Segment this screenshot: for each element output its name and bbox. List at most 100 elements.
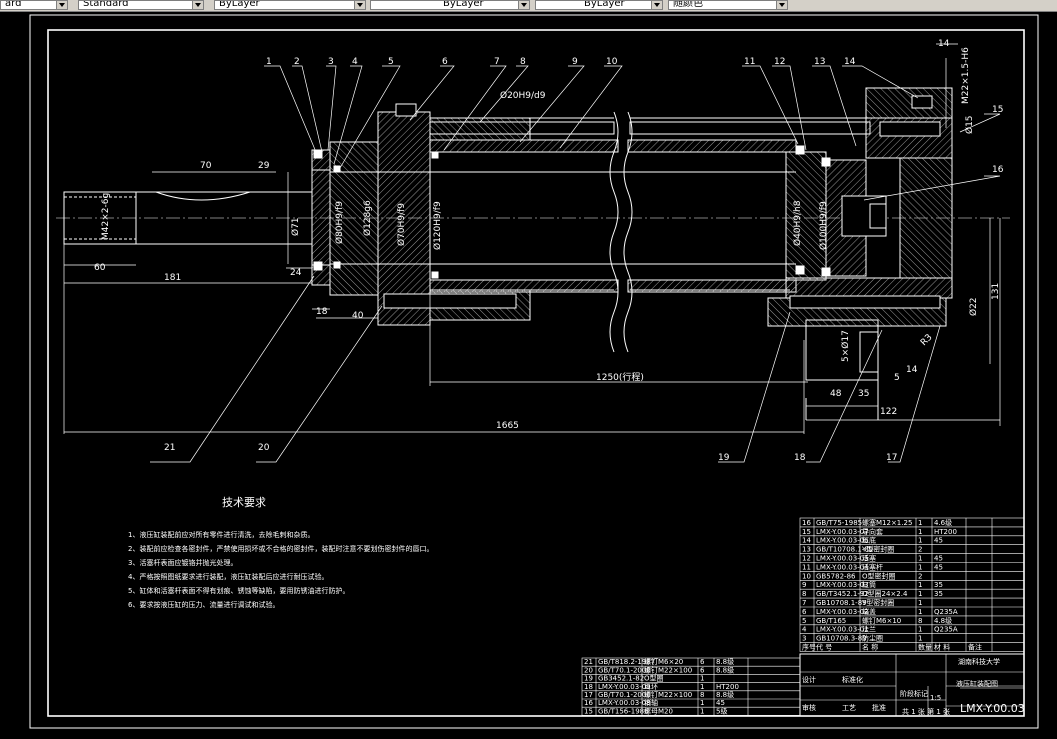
dim-131: 131 bbox=[991, 283, 1001, 300]
bom-cell: 16 bbox=[802, 519, 811, 527]
bom-cell: 11 bbox=[802, 563, 811, 571]
bom-header-cell: 备注 bbox=[968, 643, 982, 652]
note-item-5: 5、缸体和活塞杆表面不得有划痕、锈蚀等缺陷，要用防锈油进行防护。 bbox=[128, 586, 349, 595]
balloon-1: 1 bbox=[266, 57, 272, 67]
title-block-text: 湖南科技大学 液压缸装配图 LMX-Y.00.03 1:5 共 1 张 第 1 … bbox=[802, 657, 1025, 716]
bom-cell: 耳环 bbox=[644, 683, 658, 691]
bom-cell: 8 bbox=[918, 617, 922, 625]
linetype-combo[interactable]: ByLayer bbox=[370, 0, 530, 10]
lineweight-value: ByLayer bbox=[584, 0, 625, 9]
notes-title: 技术要求 bbox=[222, 496, 266, 509]
dim-r3: R3 bbox=[919, 333, 935, 349]
bom-cell: LMX-Y.00.03-05 bbox=[816, 555, 869, 563]
bom-cell: LMX-Y.00.03-04 bbox=[816, 563, 869, 571]
bom-cell: 9 bbox=[802, 581, 806, 589]
tb-label-review: 审核 bbox=[802, 703, 816, 712]
dim-style-value: Standard bbox=[83, 0, 129, 9]
bom-cell: 20 bbox=[584, 666, 593, 674]
leader-lines bbox=[150, 65, 1001, 463]
chevron-down-icon[interactable] bbox=[651, 1, 662, 9]
school-name: 湖南科技大学 bbox=[958, 657, 1000, 666]
bom-cell: 4 bbox=[802, 626, 807, 634]
dim-dia80: Ø80H9/f9 bbox=[334, 201, 345, 244]
bom-cell: 防尘圈 bbox=[862, 634, 883, 643]
bom-cell: GB/T70.1-2000 bbox=[598, 691, 651, 699]
balloon-12: 12 bbox=[774, 57, 785, 67]
balloon-7: 7 bbox=[494, 57, 500, 67]
plotstyle-combo[interactable]: 随颜色 bbox=[668, 0, 788, 10]
bom-cell: GB10708.1-89 bbox=[816, 599, 867, 607]
dim-14b: 14 bbox=[906, 365, 918, 375]
sheet-info: 共 1 张 第 1 张 bbox=[902, 707, 950, 716]
plotstyle-value: 随颜色 bbox=[673, 0, 703, 9]
bom-cell: 1 bbox=[918, 581, 922, 589]
dim-dia70: Ø70H9/f9 bbox=[396, 203, 407, 246]
text-style-combo[interactable]: ard bbox=[0, 0, 68, 10]
bom-cell: 缸筒 bbox=[862, 580, 876, 589]
bom-cell: 1 bbox=[700, 683, 704, 691]
chevron-down-icon[interactable] bbox=[354, 1, 365, 9]
bom-cell: 销轴 bbox=[644, 698, 658, 707]
dim-style-combo[interactable]: Standard bbox=[78, 0, 204, 10]
balloon-8: 8 bbox=[520, 57, 526, 67]
tb-label-process: 工艺 bbox=[842, 704, 856, 712]
bom-cell: 45 bbox=[934, 555, 943, 563]
note-item-6: 6、要求按液压缸的压力、流量进行调试和试验。 bbox=[128, 600, 279, 609]
chevron-down-icon[interactable] bbox=[56, 1, 67, 9]
bom-cell: 8.8级 bbox=[716, 665, 734, 674]
bom-cell: GB10708.3-89 bbox=[816, 635, 867, 643]
bom-cell: GB/T3452.1-92 bbox=[816, 590, 869, 598]
drawing-number: LMX-Y.00.03 bbox=[960, 702, 1025, 715]
balloon-17: 17 bbox=[886, 453, 897, 463]
bom-cell: 19 bbox=[584, 675, 593, 683]
bom-cell: 螺钉M22×100 bbox=[644, 665, 692, 674]
dim-60: 60 bbox=[94, 263, 106, 273]
bom-cell: 1 bbox=[918, 608, 922, 616]
bom-cell: LMX-Y.00.03-07 bbox=[816, 528, 869, 536]
bom-header-cell: 序号 bbox=[802, 643, 816, 652]
bom-cell: 6 bbox=[802, 608, 807, 616]
balloon-2: 2 bbox=[294, 57, 300, 67]
dim-18: 18 bbox=[316, 307, 328, 317]
dim-29: 29 bbox=[258, 161, 270, 171]
color-combo[interactable]: ByLayer bbox=[214, 0, 366, 10]
lineweight-combo[interactable]: ByLayer bbox=[535, 0, 663, 10]
tb-label-design: 设计 bbox=[802, 675, 816, 684]
cad-drawing-canvas[interactable]: 1 2 3 4 5 6 7 8 9 10 11 12 13 14 15 16 1… bbox=[0, 12, 1057, 739]
cylinder-assembly-section bbox=[56, 87, 1010, 420]
bom-table-border bbox=[799, 517, 1025, 652]
chevron-down-icon[interactable] bbox=[192, 1, 203, 9]
dim-181: 181 bbox=[164, 273, 181, 283]
bom-cell: 1 bbox=[918, 563, 922, 571]
bom-cell: 35 bbox=[934, 590, 943, 598]
bom-cell: 端盖 bbox=[862, 607, 876, 616]
balloon-3: 3 bbox=[328, 57, 334, 67]
bom-cell: LMX-Y.00.03-06 bbox=[816, 537, 869, 545]
bom-cell: 45 bbox=[716, 699, 725, 707]
bom-cell: 2 bbox=[918, 572, 922, 580]
chevron-down-icon[interactable] bbox=[776, 1, 787, 9]
chevron-down-icon[interactable] bbox=[518, 1, 529, 9]
dim-dia100: Ø100H9/f9 bbox=[818, 201, 829, 250]
bom-cell: GB5782-86 bbox=[816, 572, 856, 580]
bom-cell: 1 bbox=[918, 626, 922, 634]
bom-cell: 5 bbox=[802, 617, 806, 625]
note-item-3: 3、活塞杆表面应镀铬并抛光处理。 bbox=[128, 558, 237, 567]
bom-header-cell: 名 称 bbox=[862, 643, 878, 652]
bom-cell: 5级 bbox=[716, 706, 727, 715]
bom-cell: 35 bbox=[934, 581, 943, 589]
bom-cell: 45 bbox=[934, 563, 943, 571]
bom-cell: 8.8级 bbox=[716, 657, 734, 666]
bom-header-cell: 数量 bbox=[918, 643, 932, 652]
bom-cell: 1 bbox=[918, 590, 922, 598]
bom-cell: 16 bbox=[584, 699, 593, 707]
dim-dia120: Ø120H9/f9 bbox=[432, 201, 443, 250]
bom-cell: 4.8级 bbox=[934, 616, 952, 625]
dim-48: 48 bbox=[830, 389, 842, 399]
bom-cell: 缸底 bbox=[862, 536, 876, 545]
bom-cell: 3 bbox=[802, 635, 806, 643]
part-balloons: 1 2 3 4 5 6 7 8 9 10 11 12 13 14 15 16 1… bbox=[164, 57, 1004, 463]
balloon-14: 14 bbox=[844, 57, 856, 67]
dim-dia22: Ø22 bbox=[968, 297, 979, 316]
